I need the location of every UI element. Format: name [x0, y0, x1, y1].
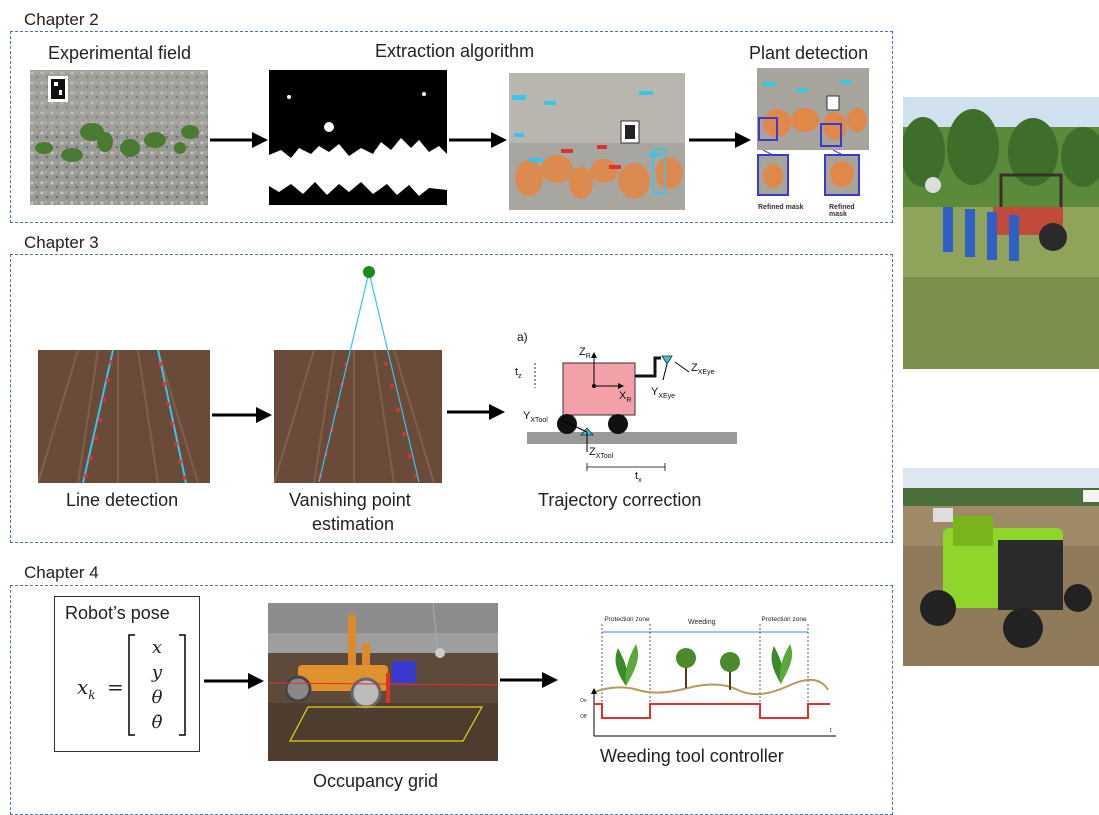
vanishing-point-label-2: estimation [312, 514, 395, 534]
arrow-to-plant-detection [689, 132, 751, 148]
plant-detection-image: Refined mask Refined mask [753, 68, 873, 216]
xr-sub: R [626, 397, 632, 405]
occupancy-grid-image [268, 603, 498, 761]
chapter-4-title: Chapter 4 [24, 563, 99, 582]
extraction-algorithm-label: Extraction algorithm [375, 41, 535, 61]
yxeye-label: Y [651, 386, 659, 398]
vanishing-lines [318, 266, 420, 483]
trajectory-diagram: a) ZR XR tz YXTool ZXTool ZXEye YXEye tx [505, 328, 745, 488]
protection-zone-label-1: Protection zone [604, 616, 650, 623]
pose-vector-brackets [128, 634, 186, 736]
arrow-vanishing-to-trajectory [447, 404, 505, 420]
yxeye-sub: XEye [658, 393, 676, 401]
arrow-pose-to-grid [204, 673, 264, 689]
binary-mask-image [269, 70, 447, 205]
experimental-field-image [30, 70, 208, 205]
experimental-field-label: Experimental field [48, 43, 192, 63]
chapter-2-title: Chapter 2 [24, 10, 99, 29]
pose-theta: θ [151, 687, 163, 708]
arrow-field-to-extraction [210, 132, 268, 148]
zxtool-label: Z [589, 446, 596, 458]
off-label: Off [580, 714, 587, 720]
refined-mask-caption-2: Refined mask [829, 204, 855, 216]
chapter-2-panel [10, 31, 893, 223]
robot-pose-box: Robot’s pose xk = x y θ θ̇ [54, 596, 200, 752]
weeding-controller-label: Weeding tool controller [600, 746, 784, 766]
robot-pose-title: Robot’s pose [65, 603, 170, 623]
refined-mask-caption-1: Refined mask [758, 204, 804, 211]
zr-sub: R [585, 353, 591, 361]
arrow-grid-to-controller [500, 672, 558, 688]
time-axis-label: t [830, 728, 832, 734]
zxeye-label: Z [691, 362, 698, 374]
pose-x: x [151, 637, 163, 658]
arrow-extraction-to-detection [449, 132, 507, 148]
trajectory-correction-label: Trajectory correction [538, 490, 702, 510]
yxtool-label: Y [523, 410, 531, 422]
chapter-3-panel [10, 254, 893, 543]
xr-label: X [619, 390, 627, 402]
weeding-controller-diagram: Protection zone Weeding Protection zone … [578, 614, 838, 739]
pose-lhs: x [77, 675, 89, 699]
line-detection-label: Line detection [66, 490, 179, 510]
pose-theta-dot: θ̇ [151, 712, 163, 733]
tx-label: t [635, 470, 639, 482]
chapter-3-title: Chapter 3 [24, 233, 99, 252]
zxtool-sub: XTool [595, 453, 614, 461]
tractor-weeding-photo [903, 97, 1099, 369]
vanishing-point-marker [363, 266, 375, 278]
yxtool-sub: XTool [530, 417, 548, 425]
tz-sub: z [518, 373, 522, 381]
plant-detection-label: Plant detection [749, 43, 869, 63]
pose-y: y [151, 662, 163, 683]
vanishing-point-label-1: Vanishing point [289, 490, 411, 510]
on-label: On [580, 698, 587, 704]
zxeye-sub: XEye [697, 369, 715, 377]
diagram-tag: a) [517, 330, 528, 344]
arrow-line-to-vanishing [212, 407, 272, 423]
green-robot-photo [903, 468, 1099, 666]
zr-label: Z [579, 346, 586, 358]
annotated-detection-image [509, 73, 685, 210]
occupancy-grid-label: Occupancy grid [313, 771, 439, 791]
tz-label: t [515, 366, 519, 378]
pose-lhs-sub: k [88, 688, 96, 702]
protection-zone-label-2: Protection zone [761, 616, 807, 623]
line-detection-image [38, 350, 210, 483]
tx-sub: x [638, 477, 642, 485]
weeding-zone-label: Weeding [688, 619, 716, 626]
pose-equals: = [107, 675, 124, 699]
